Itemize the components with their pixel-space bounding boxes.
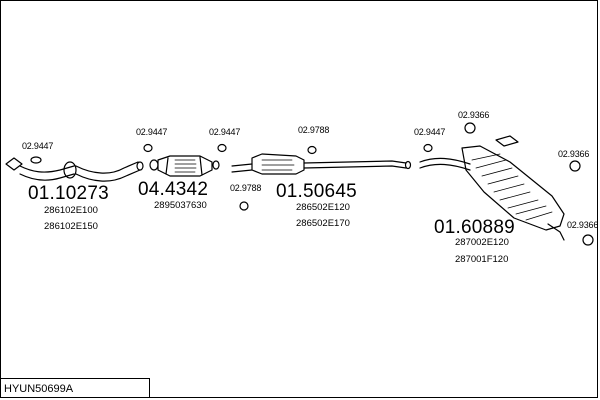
- accessory-code: 02.9447: [414, 127, 446, 137]
- part-number-rear-silencer: 01.60889: [434, 217, 515, 238]
- part-number-centre-silencer: 01.50645: [276, 181, 357, 202]
- ref-number: 287002E120: [455, 237, 509, 248]
- part-number-catalytic-converter: 04.4342: [138, 179, 209, 200]
- part-number-front-pipe: 01.10273: [28, 183, 109, 204]
- ref-number: 286102E100: [44, 205, 98, 216]
- ref-number: 287001F120: [455, 254, 509, 265]
- front-pipe-drawing: [5, 157, 144, 182]
- accessory-code: 02.9366: [567, 220, 599, 230]
- accessory-code: 02.9447: [22, 141, 54, 151]
- centre-silencer-drawing: [231, 153, 412, 175]
- accessory-code: 02.9788: [298, 125, 330, 135]
- ref-number: 286502E120: [296, 202, 350, 213]
- accessory-code: 02.9366: [458, 110, 490, 120]
- accessory-code: 02.9788: [230, 183, 262, 193]
- accessory-code: 02.9447: [136, 127, 168, 137]
- accessory-code: 02.9366: [558, 149, 590, 159]
- model-code: HYUN50699A: [0, 378, 150, 398]
- ref-number: 2895037630: [154, 200, 207, 211]
- ref-number: 286102E150: [44, 221, 98, 232]
- rear-silencer-drawing: [419, 135, 565, 241]
- catalytic-converter-drawing: [149, 155, 220, 177]
- accessory-code: 02.9447: [209, 127, 241, 137]
- accessory-drawings: [30, 122, 594, 246]
- ref-number: 286502E170: [296, 218, 350, 229]
